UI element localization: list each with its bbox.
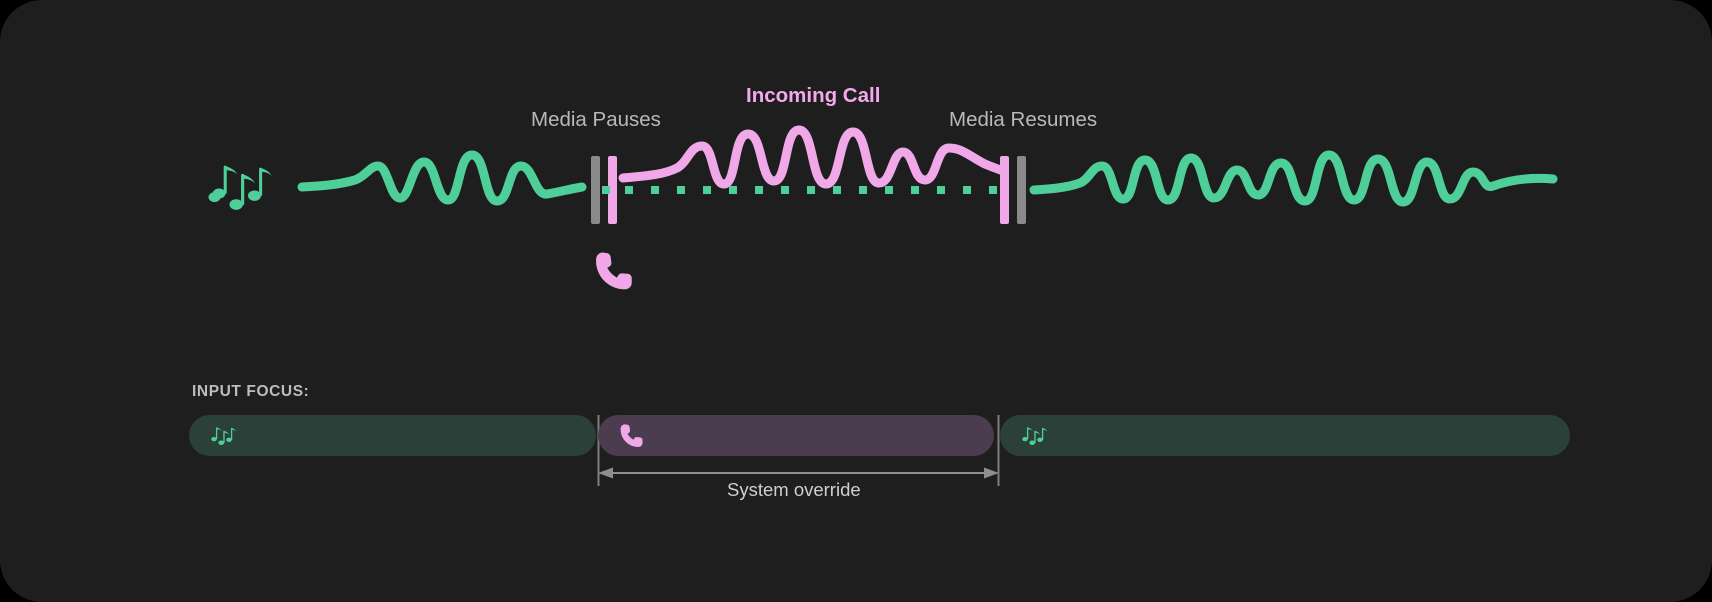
music-notes-icon	[1022, 426, 1048, 445]
timeline-waveform-zone: Media Pauses Incoming Call Media Resumes	[208, 84, 1558, 290]
label-media-pauses: Media Pauses	[531, 108, 661, 131]
phone-handset-icon	[620, 423, 643, 447]
label-incoming-call: Incoming Call	[746, 84, 881, 107]
media-waveform-after	[1029, 150, 1558, 207]
muted-media-dots	[602, 186, 997, 194]
phone-handset-icon	[596, 252, 632, 290]
media-waveform-before	[297, 150, 587, 206]
waveform-graphic	[208, 125, 1558, 290]
label-media-resumes: Media Resumes	[949, 108, 1098, 131]
label-system-override: System override	[727, 479, 861, 500]
pause-marker-gray	[591, 156, 600, 224]
music-notes-icon	[211, 426, 237, 445]
music-notes-icon	[208, 165, 272, 210]
resume-marker-pink	[1000, 156, 1009, 224]
pause-marker-pink	[608, 156, 617, 224]
input-focus-heading: INPUT FOCUS:	[192, 383, 310, 400]
call-waveform	[618, 125, 1008, 189]
focus-track-media-right[interactable]	[1000, 415, 1570, 456]
system-override-annotation	[597, 415, 1000, 486]
double-headed-arrow-icon	[598, 467, 999, 479]
focus-track-call[interactable]	[598, 415, 994, 456]
focus-track-media-left[interactable]	[189, 415, 596, 456]
resume-marker-gray	[1017, 156, 1026, 224]
